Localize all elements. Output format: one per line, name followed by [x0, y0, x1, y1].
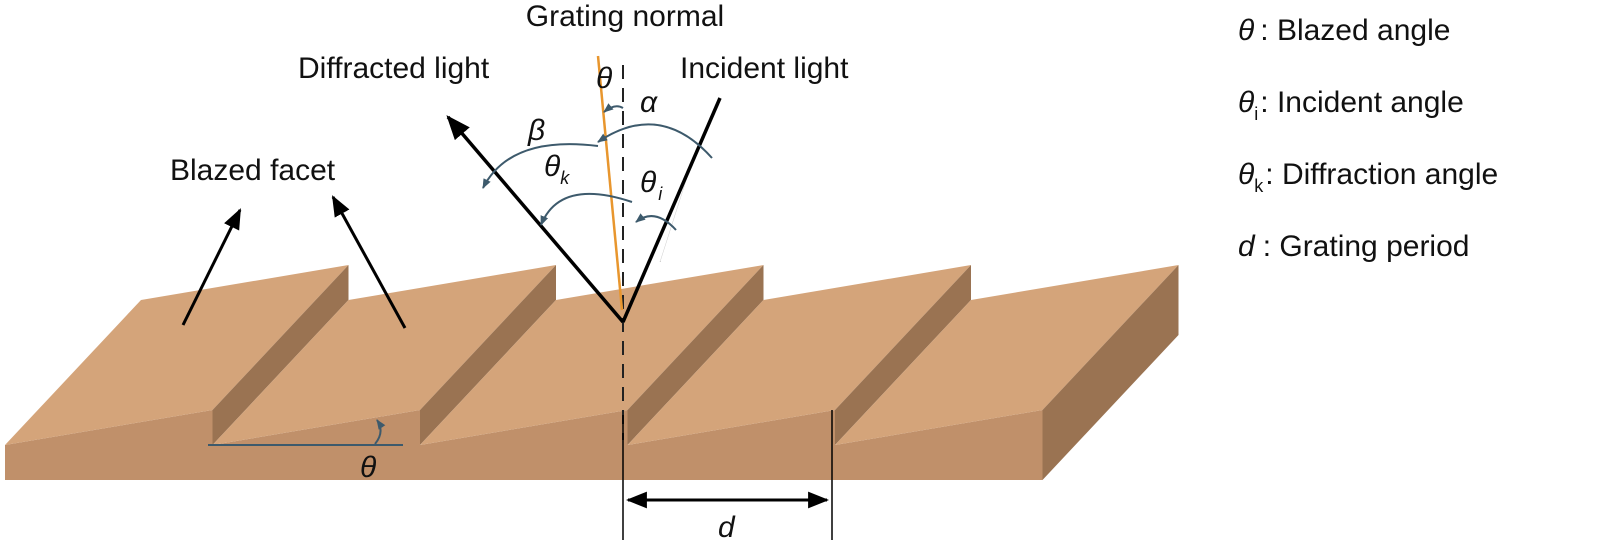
tooth-front-face: [627, 410, 835, 480]
tooth-step-face: [212, 265, 349, 445]
facet-theta-label: θ: [360, 451, 377, 484]
tooth-blazed-facet: [420, 265, 764, 445]
incident-arrowhead: [659, 167, 691, 263]
beta-label: β: [527, 114, 545, 147]
legend-item-diffraction-angle: θk: Diffraction angle: [1238, 158, 1498, 196]
theta-arc: [603, 103, 624, 113]
facet-normal-arrow-2: [331, 195, 407, 329]
theta-k-arc: [540, 192, 633, 226]
tooth-blazed-facet: [212, 265, 556, 445]
grating-teeth: [5, 265, 1179, 480]
alpha-arc: [597, 123, 713, 159]
legend-item-grating-period: d: Grating period: [1238, 230, 1469, 263]
grating-end-face: [1042, 265, 1179, 480]
tooth-front-face: [5, 410, 213, 480]
diffracted-ray: [446, 115, 625, 324]
facet-normal-arrow-1: [181, 208, 242, 326]
legend: θ: Blazed angle θi: Incident angle θk: D…: [1238, 14, 1498, 263]
diffracted-light-label: Diffracted light: [298, 52, 490, 85]
incident-ray: [621, 97, 722, 323]
facet-angle-arc: [374, 419, 386, 445]
beta-arc: [482, 143, 599, 189]
theta-k-label: θk: [544, 150, 570, 188]
tooth-step-face: [420, 265, 556, 445]
tooth-blazed-facet: [835, 265, 1179, 445]
legend-item-blazed-angle: θ: Blazed angle: [1238, 14, 1450, 47]
tooth-blazed-facet: [5, 265, 349, 445]
facet-normal-line: [596, 55, 624, 311]
incident-light-label: Incident light: [680, 52, 849, 85]
theta-label: θ: [596, 62, 613, 95]
legend-item-incident-angle: θi: Incident angle: [1238, 86, 1464, 124]
alpha-label: α: [640, 86, 658, 119]
tooth-front-face: [420, 410, 628, 480]
tooth-step-face: [835, 265, 971, 445]
theta-i-arc: [635, 213, 677, 231]
grating-normal-label: Grating normal: [526, 0, 724, 33]
blazed-facet-label: Blazed facet: [170, 154, 336, 187]
tooth-step-face: [627, 265, 764, 445]
d-label: d: [718, 511, 736, 544]
tooth-blazed-facet: [627, 265, 971, 445]
tooth-front-face: [835, 410, 1043, 480]
